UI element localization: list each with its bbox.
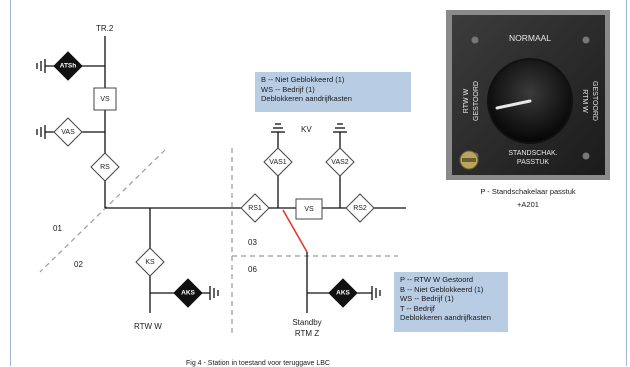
info-line: P -- RTW W Gestoord xyxy=(400,275,474,284)
rtm-z-label: RTM Z xyxy=(295,329,319,338)
rs2-switch xyxy=(345,193,375,223)
info-box-bottom: P -- RTW W Gestoord B -- Niet Geblokkeer… xyxy=(394,272,508,332)
vs-top-label: VS xyxy=(100,96,110,103)
photo-caption-1: P - Standschakelaar passtuk xyxy=(480,187,576,196)
ks-label: KS xyxy=(145,259,155,266)
vas2-switch xyxy=(325,147,355,177)
vs-top-box xyxy=(93,87,117,111)
rs1-switch xyxy=(240,193,270,223)
atsh-label: ATSh xyxy=(60,63,77,70)
atsh-switch xyxy=(53,51,83,81)
page-frame xyxy=(10,0,627,366)
vas2-label: VAS2 xyxy=(331,159,348,166)
zone-01-label: 01 xyxy=(53,224,62,233)
info-line: Deblokkeren aandrijfkasten xyxy=(261,94,352,103)
vs-mid-box xyxy=(295,198,323,220)
zone-06-label: 06 xyxy=(248,265,257,274)
tr2-label: TR.2 xyxy=(96,24,114,33)
figure-caption: Fig 4 - Station in toestand voor terugga… xyxy=(186,360,330,367)
info-line: Deblokkeren aandrijfkasten xyxy=(400,313,491,322)
vs-mid-label: VS xyxy=(304,206,314,213)
aks-right-switch xyxy=(328,278,358,308)
rs1-label: RS1 xyxy=(248,205,262,212)
vas1-switch xyxy=(263,147,293,177)
standby-label: Standby xyxy=(292,318,321,327)
info-line: B -- Niet Geblokkeerd (1) xyxy=(261,75,345,84)
rs-switch xyxy=(90,152,120,182)
vas1-label: VAS1 xyxy=(269,159,286,166)
vas-label: VAS xyxy=(61,129,75,136)
info-line: WS -- Bedrijf (1) xyxy=(400,294,454,303)
kv-label: KV xyxy=(301,125,312,134)
photo-caption-2: +A201 xyxy=(517,200,539,209)
red-connection xyxy=(282,209,308,253)
rtw-w-label: RTW W xyxy=(134,322,162,331)
vas-switch xyxy=(53,117,83,147)
aks-right-label: AKS xyxy=(336,290,350,297)
zone-divider-left xyxy=(39,149,166,273)
info-box-top: B -- Niet Geblokkeerd (1) WS -- Bedrijf … xyxy=(255,72,411,112)
zone-02-label: 02 xyxy=(74,260,83,269)
ks-switch xyxy=(135,247,165,277)
aks-left-switch xyxy=(173,278,203,308)
zone-03-label: 03 xyxy=(248,238,257,247)
info-line: WS -- Bedrijf (1) xyxy=(261,84,315,94)
info-line: T -- Bedrijf xyxy=(400,303,435,313)
rs2-label: RS2 xyxy=(353,205,367,212)
aks-left-label: AKS xyxy=(181,290,195,297)
rs-label: RS xyxy=(100,164,110,171)
info-line: B -- Niet Geblokkeerd (1) xyxy=(400,284,484,294)
